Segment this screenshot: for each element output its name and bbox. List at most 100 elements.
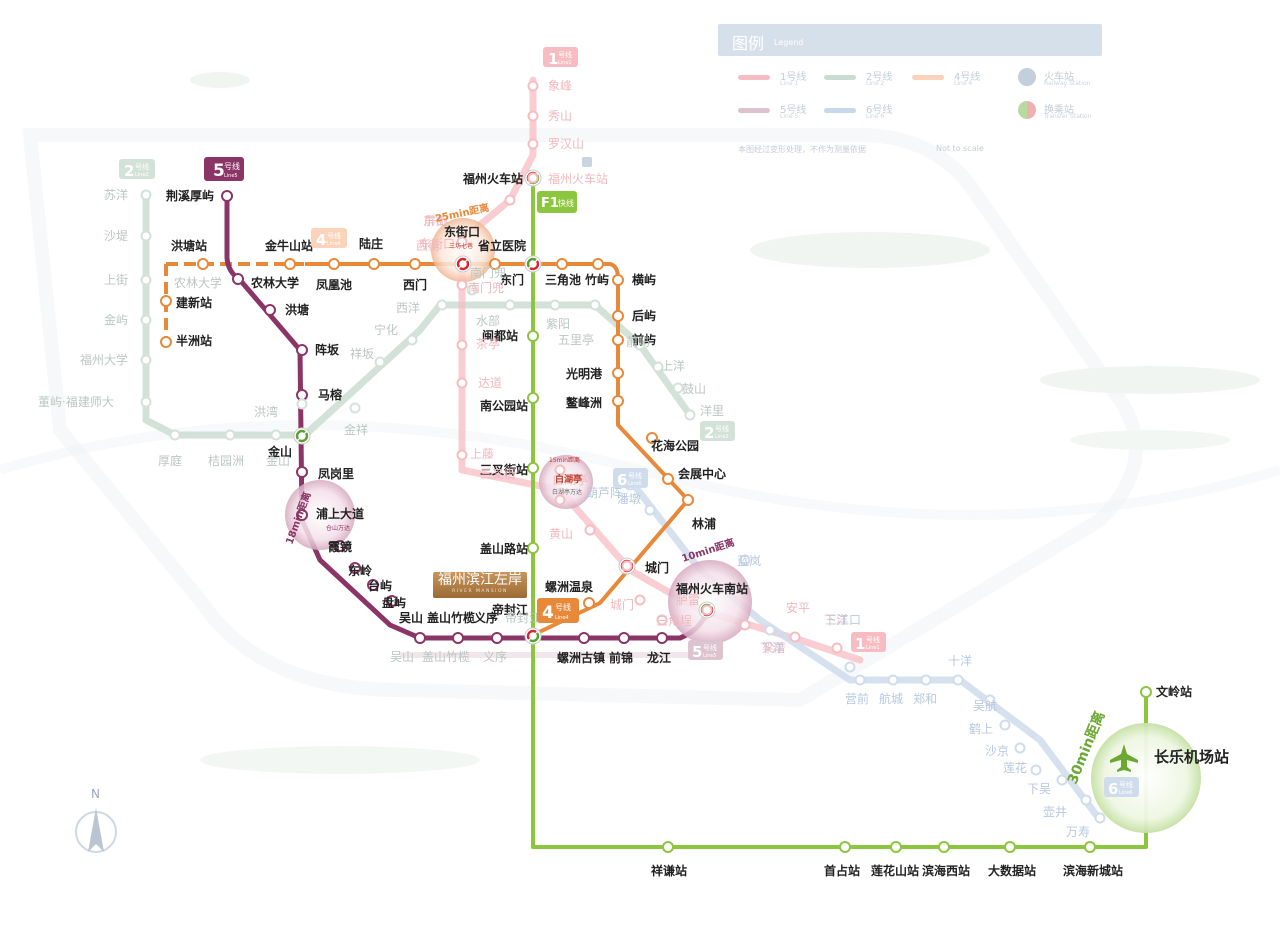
svg-text:Line6: Line6 — [628, 481, 642, 487]
station-label-luozhouguzhen: 螺洲古镇 — [557, 650, 605, 665]
faint-label-line2-16: 紫阳 — [546, 317, 570, 331]
faint-station-line1-2 — [527, 138, 539, 150]
station-label-hengyu: 横屿 — [632, 272, 656, 287]
project-name: 福州滨江左岸 — [438, 572, 522, 588]
faint-label-line1-11: 白湖亭 — [552, 472, 588, 487]
faint-label-line2-20: 鼓山 — [682, 382, 706, 396]
hub-south-station-label: 福州火车南站 — [675, 581, 748, 596]
faint-station-line1-6 — [456, 279, 468, 291]
station-longjiang — [656, 632, 668, 644]
faint-station-line2-13 — [436, 299, 448, 311]
svg-text:15min距离: 15min距离 — [549, 456, 580, 464]
compass-north-label: N — [91, 787, 100, 801]
svg-text:F1: F1 — [541, 196, 559, 211]
transfer-jinshan-icon — [293, 427, 311, 445]
faint-station-line1-12 — [584, 524, 596, 536]
faint-label-line2-21: 洋里 — [700, 403, 724, 418]
station-qianjin — [618, 632, 630, 644]
svg-text:号线: 号线 — [224, 161, 240, 171]
svg-text:号线: 号线 — [1119, 780, 1133, 789]
svg-text:4: 4 — [542, 603, 554, 623]
station-label-fenghuangchi: 凤凰池 — [316, 277, 352, 292]
faint-station-line6-14 — [1080, 794, 1092, 806]
svg-text:Line6: Line6 — [1119, 790, 1133, 796]
station-fenggangli — [296, 466, 308, 478]
station-label-aofengzhou: 鳌峰洲 — [566, 395, 602, 410]
faint-label-line1-16: 胪雷 — [676, 593, 700, 607]
compass-icon: N — [75, 787, 117, 853]
station-label-yixu: 义序 — [473, 610, 498, 625]
legend-line2-name: 2号线 — [866, 72, 893, 83]
faint-station-line2-7 — [224, 429, 236, 441]
station-dashuju — [1004, 841, 1016, 853]
hub-puxia-label: 浦上大道 — [316, 506, 364, 521]
station-shengli — [489, 258, 501, 270]
faint-label-line1-5: 东街口 — [419, 237, 455, 251]
svg-text:Line1: Line1 — [866, 645, 880, 651]
faint-label-line6-9: 吴航 — [973, 698, 997, 713]
svg-text:Line4: Line4 — [555, 615, 569, 621]
svg-text:仓山万达: 仓山万达 — [326, 524, 350, 532]
station-puxia — [296, 509, 308, 521]
faint-label-line6-11: 沙京 — [985, 744, 1009, 758]
svg-text:2: 2 — [124, 162, 134, 180]
faint-label-line2-10: 金祥 — [344, 422, 368, 437]
faint-label-line1-1: 秀山 — [548, 109, 572, 123]
faint-label-line2-14: 南门兜 — [470, 265, 506, 280]
station-label-jinshan: 金山 — [267, 444, 292, 459]
faint-station-line1-9 — [456, 449, 468, 461]
legend-note-en: Not to scale — [936, 144, 984, 153]
station-aofengzhou — [612, 395, 624, 407]
faint-label-line2-18: 前屿 — [626, 334, 650, 349]
faint-label-line1-8: 达道 — [478, 376, 502, 390]
faint-label-line4-1: 东街 — [423, 214, 447, 228]
station-xiangqian — [662, 841, 674, 853]
legend-line5-name: 5号线 — [780, 105, 807, 116]
faint-label-line2-3: 金屿 — [104, 312, 128, 327]
svg-text:号线: 号线 — [866, 635, 880, 644]
faint-label-line6-2: 蓝岚 — [737, 554, 761, 568]
svg-text:6: 6 — [617, 471, 627, 489]
faint-station-line2-19 — [652, 361, 664, 373]
legend-header: 图例 Legend — [718, 24, 1102, 56]
transfer-difengjiang-icon — [524, 627, 542, 645]
svg-text:白湖亭: 白湖亭 — [555, 473, 582, 485]
faint-label-line6-10: 鹤上 — [969, 721, 993, 736]
faint-label-line1-0: 象峰 — [548, 79, 572, 93]
station-label-longjiang: 龙江 — [647, 650, 671, 665]
station-label-jinniushan: 金牛山站 — [264, 238, 313, 253]
station-label-jianxinzhan: 建新站 — [175, 295, 212, 310]
faint-station-line6-5 — [854, 674, 866, 686]
faint-station-line2-21 — [684, 409, 696, 421]
faint-station-line2-2 — [140, 274, 152, 286]
legend-transfer-name: 换乘站 — [1044, 105, 1074, 116]
legend-line1-en: Line 1 — [780, 80, 799, 87]
faint-station-line6-9 — [984, 694, 996, 706]
faint-station-line1-17 — [739, 619, 751, 631]
project-badge: 福州滨江左岸 RIVER MANSION — [433, 572, 527, 598]
svg-text:号线: 号线 — [135, 162, 149, 171]
station-label-dongmen: 东门 — [500, 272, 524, 287]
station-label-qianjin: 前锦 — [609, 650, 633, 665]
faint-label-line2-19: 上洋 — [661, 358, 685, 373]
faint-station-line1-11 — [554, 494, 566, 506]
station-label-chengmen: 城门 — [645, 560, 669, 575]
station-hengyu — [612, 274, 624, 286]
faint-station-line6-15 — [1094, 812, 1106, 824]
faint-station-line1-8 — [456, 377, 468, 389]
station-guangmingang — [612, 367, 624, 379]
line6-south-badge: 6 号线 Line6 — [1104, 777, 1139, 798]
station-label-wushan: 吴山 — [399, 610, 423, 625]
faint-label-line5-3: 帝封江 — [505, 610, 541, 625]
faint-station-line1-4 — [504, 194, 516, 206]
legend-line6-swatch — [824, 108, 856, 113]
faint-station-line6-1 — [644, 504, 656, 516]
svg-text:号线: 号线 — [555, 602, 571, 612]
station-jingxihouyu — [221, 190, 233, 202]
faint-label-line6-8: 十洋 — [948, 653, 972, 668]
faint-station-line1-18 — [789, 631, 801, 643]
faint-station-line1-10 — [554, 464, 566, 476]
svg-text:4: 4 — [316, 231, 326, 249]
faint-label-line1-2: 罗汉山 — [548, 137, 584, 151]
